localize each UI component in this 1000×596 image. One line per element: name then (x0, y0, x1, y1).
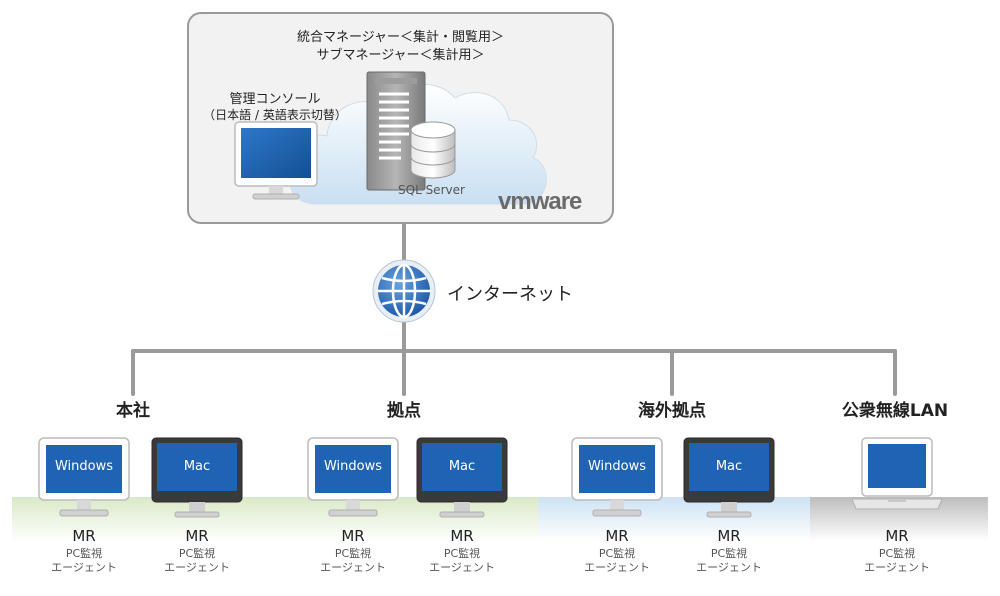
globe-icon (372, 259, 436, 323)
agent-label-2: エージェント (51, 561, 117, 574)
mr-label: MR (341, 527, 365, 545)
mr-label: MR (450, 527, 474, 545)
agent-label-2: エージェント (696, 561, 762, 574)
agent-label-1: PC監視 (334, 547, 372, 560)
agent-label-2: エージェント (164, 561, 230, 574)
mac-monitor-icon (683, 437, 775, 518)
site-title-public-wifi: 公衆無線LAN (841, 401, 949, 421)
mac-screen-label: Mac (448, 459, 476, 474)
agent-label-2: エージェント (864, 561, 930, 574)
windows-pc-kaigai: Windows (571, 437, 663, 525)
laptop-icon (851, 437, 943, 510)
cloud-graphic (234, 71, 547, 205)
console-label-line1: 管理コンソール (229, 92, 321, 107)
sub-manager-label: サブマネージャー＜集計用＞ (316, 48, 485, 63)
windows-monitor-icon (307, 437, 399, 517)
band-kaigai (538, 497, 810, 541)
windows-pc-kyoten: Windows (307, 437, 399, 525)
agent-label-2: エージェント (584, 561, 650, 574)
site-title-honsha: 本社 (116, 401, 150, 421)
windows-monitor-icon (38, 437, 130, 517)
agent-label-2: エージェント (429, 561, 495, 574)
sql-server-label: SQL Server (398, 183, 465, 197)
mr-label: MR (72, 527, 96, 545)
mr-label: MR (185, 527, 209, 545)
laptop-public-wifi (850, 437, 944, 521)
band-kyoten (270, 497, 538, 541)
database-icon (410, 121, 456, 179)
windows-screen-label: Windows (54, 459, 114, 474)
windows-screen-label: Windows (587, 459, 647, 474)
console-label-line2: （日本語 / 英語表示切替） (203, 108, 347, 122)
integrated-manager-label: 統合マネージャー＜集計・閲覧用＞ (296, 30, 505, 45)
mac-screen-label: Mac (715, 459, 743, 474)
agent-label-1: PC監視 (710, 547, 748, 560)
mr-label: MR (885, 527, 909, 545)
mac-screen-label: Mac (183, 459, 211, 474)
mr-label: MR (717, 527, 741, 545)
mac-pc-kyoten: Mac (416, 437, 508, 525)
mac-pc-kaigai: Mac (683, 437, 775, 525)
agent-label-1: PC監視 (443, 547, 481, 560)
windows-monitor-icon (571, 437, 663, 517)
band-honsha (12, 497, 270, 541)
agent-label-1: PC監視 (598, 547, 636, 560)
mac-monitor-icon (416, 437, 508, 518)
windows-screen-label: Windows (323, 459, 383, 474)
site-title-kyoten: 拠点 (387, 401, 421, 421)
agent-label-1: PC監視 (65, 547, 103, 560)
agent-label-2: エージェント (320, 561, 386, 574)
internet-label: インターネット (447, 284, 573, 305)
site-title-kaigai: 海外拠点 (638, 401, 706, 421)
mac-monitor-icon (151, 437, 243, 518)
console-monitor-icon (234, 121, 318, 200)
agent-label-1: PC監視 (878, 547, 916, 560)
agent-label-1: PC監視 (178, 547, 216, 560)
vmware-logo: vmware (498, 188, 582, 215)
windows-pc-honsha: Windows (38, 437, 130, 525)
mac-pc-honsha: Mac (151, 437, 243, 525)
mr-label: MR (605, 527, 629, 545)
